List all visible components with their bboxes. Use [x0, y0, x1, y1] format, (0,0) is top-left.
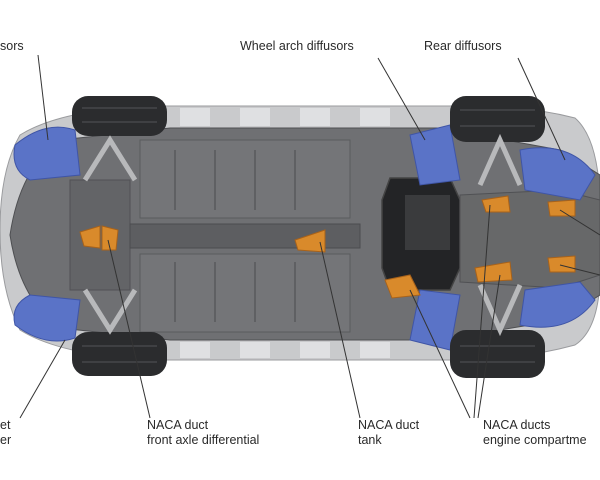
front-left-diffusor — [13, 126, 81, 181]
label-line: NACA duct — [147, 418, 209, 432]
leader-rear-2 — [559, 264, 600, 276]
label-line: engine compartme — [483, 433, 587, 447]
naca-front-left — [79, 225, 101, 249]
leader-engine-1 — [409, 289, 471, 419]
front-right-tire — [72, 332, 167, 376]
floor-ribs — [174, 150, 296, 322]
tire-treads — [82, 107, 535, 363]
leader-engine-3 — [477, 274, 501, 419]
naca-engine-3 — [481, 195, 511, 213]
label-rear-diffusors: Rear diffusors — [424, 39, 502, 54]
floor-panel-lower — [139, 253, 351, 333]
label-naca-front-axle: NACA duct front axle differential — [147, 418, 259, 448]
leader-bottom-left — [19, 339, 66, 419]
label-line: front axle differential — [147, 433, 260, 447]
front-left-tire — [72, 96, 167, 136]
tires — [72, 96, 545, 378]
leader-wheel-arch — [377, 57, 426, 141]
label-front-diffusors: sors — [0, 39, 24, 54]
label-line: et — [0, 418, 11, 432]
leader-lines — [19, 54, 600, 419]
naca-rear-1 — [547, 199, 576, 217]
naca-rear-2 — [547, 255, 576, 273]
label-wheel-arch-diffusors: Wheel arch diffusors — [240, 39, 354, 54]
label-line: sors — [0, 39, 24, 53]
leader-front-diffusor — [37, 54, 49, 141]
sill-tabs — [180, 108, 390, 358]
label-bottom-left: et er — [0, 418, 11, 448]
engine-block — [405, 195, 450, 250]
leader-naca-tank — [319, 241, 361, 419]
leader-rear-diffusor — [517, 57, 566, 161]
diffusers — [13, 124, 596, 351]
rear-right-tire — [450, 330, 545, 378]
label-naca-tank: NACA duct tank — [358, 418, 419, 448]
rear-diffusor-lower — [519, 281, 596, 328]
rear-arch-upper — [409, 124, 461, 186]
label-naca-engine: NACA ducts engine compartme — [483, 418, 587, 448]
floor-panel-upper — [139, 139, 351, 219]
label-line: NACA ducts — [483, 418, 551, 432]
leader-engine-2 — [473, 204, 491, 419]
label-line: Wheel arch diffusors — [240, 39, 354, 53]
rear-left-tire — [450, 96, 545, 142]
leader-naca-front — [107, 239, 151, 419]
label-line: tank — [358, 433, 382, 447]
leader-rear-1 — [559, 209, 600, 236]
naca-front-right — [101, 225, 119, 251]
naca-tank — [294, 229, 326, 253]
label-line: NACA duct — [358, 418, 420, 432]
label-line: Rear diffusors — [424, 39, 502, 53]
label-line: er — [0, 433, 12, 447]
front-right-diffusor — [13, 294, 81, 342]
rear-diffusor-upper — [519, 147, 596, 201]
suspension-arms — [82, 133, 523, 337]
